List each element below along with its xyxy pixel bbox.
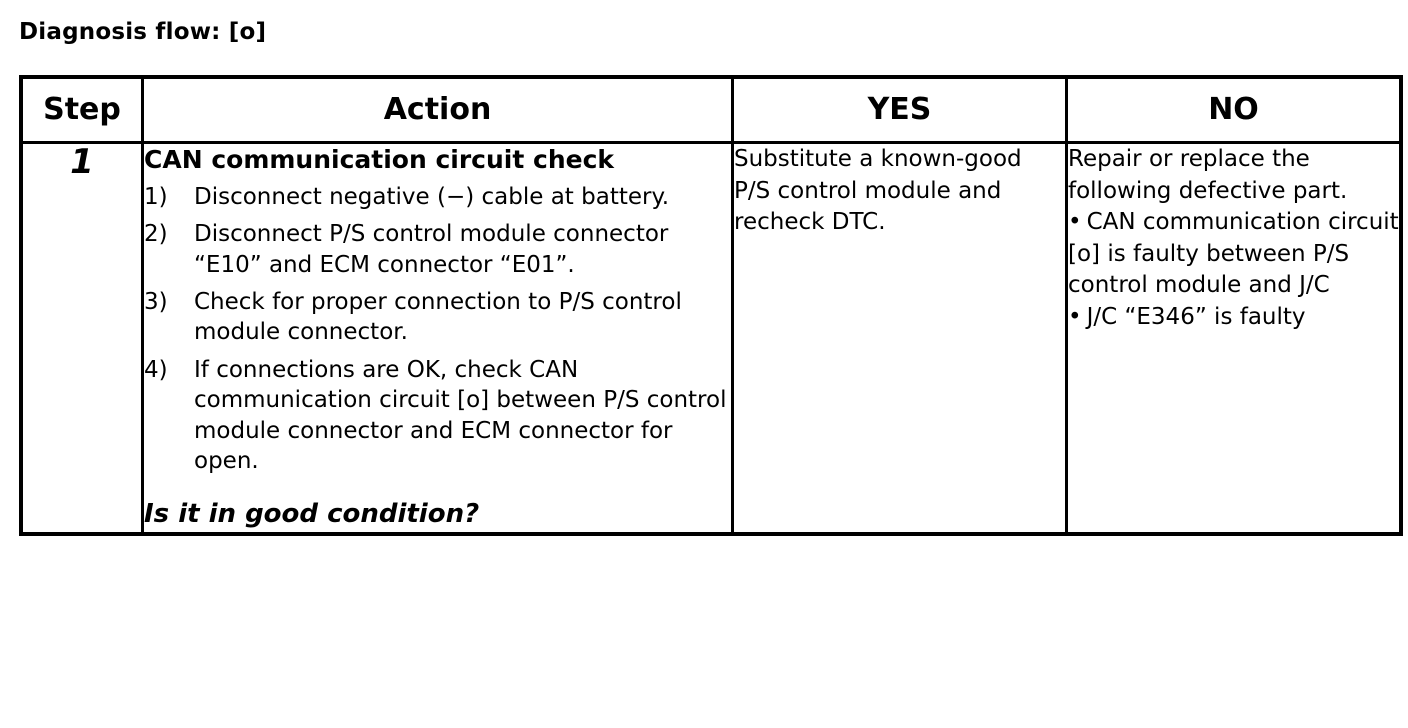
- list-item-marker: 1): [144, 184, 168, 210]
- list-item: •J/C “E346” is faulty: [1068, 302, 1399, 334]
- table-row: 1 CAN communication circuit check 1) Dis…: [19, 141, 1403, 536]
- list-item: 1) Disconnect negative (−) cable at batt…: [144, 182, 731, 212]
- yes-text: Substitute a known-good P/S control modu…: [734, 146, 1022, 235]
- table-header-row: Step Action YES NO: [19, 75, 1403, 144]
- diagnosis-flow-table: Step Action YES NO 1 CAN communication c…: [19, 75, 1403, 537]
- list-item-text: Disconnect P/S control module connector …: [194, 221, 669, 278]
- action-heading: CAN communication circuit check: [144, 145, 615, 174]
- step-number: 1: [70, 142, 94, 182]
- cell-no: Repair or replace the following defectiv…: [1065, 141, 1403, 536]
- list-item-marker: 3): [144, 289, 168, 316]
- list-item: 2) Disconnect P/S control module connect…: [144, 219, 731, 280]
- column-header-action: Action: [141, 75, 734, 144]
- list-item-text: CAN communication circuit [o] is faulty …: [1068, 209, 1399, 298]
- bullet-icon: •: [1068, 209, 1082, 235]
- cell-yes: Substitute a known-good P/S control modu…: [731, 141, 1068, 536]
- bullet-icon: •: [1068, 303, 1082, 330]
- action-question: Is it in good condition?: [144, 499, 480, 530]
- list-item-text: Disconnect negative (−) cable at battery…: [194, 184, 670, 210]
- list-item: 3) Check for proper connection to P/S co…: [144, 287, 731, 348]
- list-item: •CAN communication circuit [o] is faulty…: [1068, 207, 1399, 302]
- cell-action: CAN communication circuit check 1) Disco…: [141, 141, 734, 536]
- list-item-text: J/C “E346” is faulty: [1086, 303, 1306, 330]
- no-text: Repair or replace the following defectiv…: [1068, 146, 1348, 204]
- column-header-no: NO: [1065, 75, 1403, 144]
- list-item-marker: 2): [144, 221, 168, 248]
- cell-step-number: 1: [19, 141, 144, 536]
- list-item-text: Check for proper connection to P/S contr…: [194, 289, 682, 346]
- column-header-yes: YES: [731, 75, 1068, 144]
- column-header-step: Step: [19, 75, 144, 144]
- list-item-text: If connections are OK, check CAN communi…: [194, 356, 727, 474]
- action-step-list: 1) Disconnect negative (−) cable at batt…: [144, 182, 731, 476]
- list-item-marker: 4): [144, 356, 168, 383]
- page-title: Diagnosis flow: [o]: [19, 19, 267, 45]
- list-item: 4) If connections are OK, check CAN comm…: [144, 355, 731, 476]
- no-bullet-list: •CAN communication circuit [o] is faulty…: [1068, 207, 1399, 333]
